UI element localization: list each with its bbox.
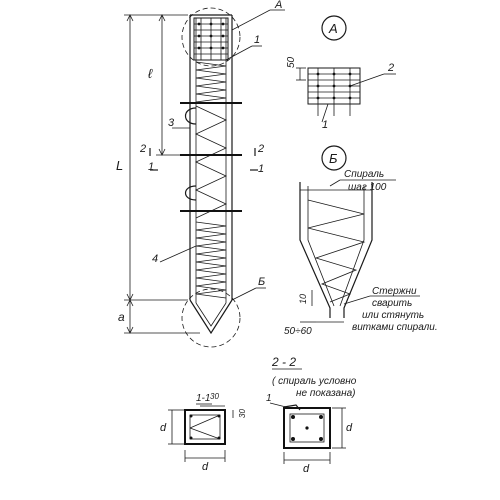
callout-circle-B: [181, 288, 241, 348]
pile-tip: [189, 299, 233, 335]
detail-A-pos-2: 2: [387, 62, 394, 74]
detail-A: А 50 2 1: [286, 15, 396, 131]
detail-A-title: А: [328, 21, 338, 36]
callout-B-label: Б: [258, 276, 265, 288]
pile-dimensions: ℓ L а: [116, 14, 200, 334]
section-1-right: 1: [258, 163, 264, 175]
section-2-left: 2: [139, 143, 146, 155]
section-22-title: 2 - 2: [271, 355, 296, 369]
callout-A-label: А: [274, 0, 282, 11]
section-11-dim-30a: 30: [210, 392, 219, 401]
pile-elevation: [180, 7, 242, 348]
section-11-dim-d-side: d: [160, 422, 167, 434]
section-22-dim-d-bottom: d: [303, 463, 310, 475]
position-leaders: А 1 3 4 Б: [152, 0, 285, 301]
pos-1-label: 1: [254, 34, 260, 46]
pos-3-label: 3: [168, 117, 175, 129]
head-mesh: [193, 17, 229, 61]
rod-note-2: сварить: [372, 298, 412, 309]
detail-B-dim-5060: 50÷60: [284, 326, 312, 337]
section-22-note-1: ( спираль условно: [272, 376, 357, 387]
spiral-top: [195, 61, 227, 103]
detail-B-title: Б: [329, 151, 338, 166]
section-22-note-2: не показана): [296, 388, 355, 399]
detail-A-pos-1: 1: [322, 119, 328, 131]
detail-A-circle: [321, 15, 347, 41]
detail-B-circle: [321, 145, 347, 171]
rod-note-4: витками спирали.: [352, 322, 438, 333]
section-11-outline: [184, 409, 226, 445]
spiral-note-2: шаг 100: [348, 182, 387, 193]
section-2-2: 2 - 2 ( спираль условно не показана) 1 d…: [266, 355, 357, 475]
dim-a-label: а: [118, 310, 125, 324]
section-11-title: 1-1: [196, 393, 210, 404]
lifting-loop-upper: [184, 107, 197, 125]
pos-4-label: 4: [152, 253, 158, 265]
detail-A-dim-50: 50: [286, 56, 297, 68]
section-22-outline: [283, 407, 331, 449]
section-2-right: 2: [257, 143, 264, 155]
callout-circle-A: [181, 7, 241, 67]
section-22-pos-1: 1: [266, 393, 272, 404]
detail-B-dim-10: 10: [298, 294, 308, 304]
rod-note-1: Стержни: [372, 286, 417, 297]
section-1-left: 1: [148, 161, 154, 173]
spiral-middle: [195, 105, 227, 219]
section-11-dim-d-bottom: d: [202, 461, 209, 473]
section-11-dim-30b: 30: [238, 409, 247, 418]
section-22-dim-d-side: d: [346, 422, 353, 434]
section-1-1: 1-1 30 30 d d: [160, 392, 247, 473]
rod-note-3: или стянуть: [362, 310, 424, 321]
lifting-loop-lower: [184, 185, 197, 201]
spiral-note-1: Спираль: [344, 169, 384, 180]
section-indicators: 2 2 1 1: [139, 143, 264, 175]
dim-l-label: ℓ: [148, 66, 153, 81]
tip-bars: [195, 302, 227, 327]
detail-B-spiral: [307, 199, 366, 303]
detail-B: Б Спираль шаг 100 10 Стержни сварить или…: [284, 145, 438, 337]
spiral-bottom: [195, 221, 227, 299]
dim-L-label: L: [116, 158, 123, 173]
